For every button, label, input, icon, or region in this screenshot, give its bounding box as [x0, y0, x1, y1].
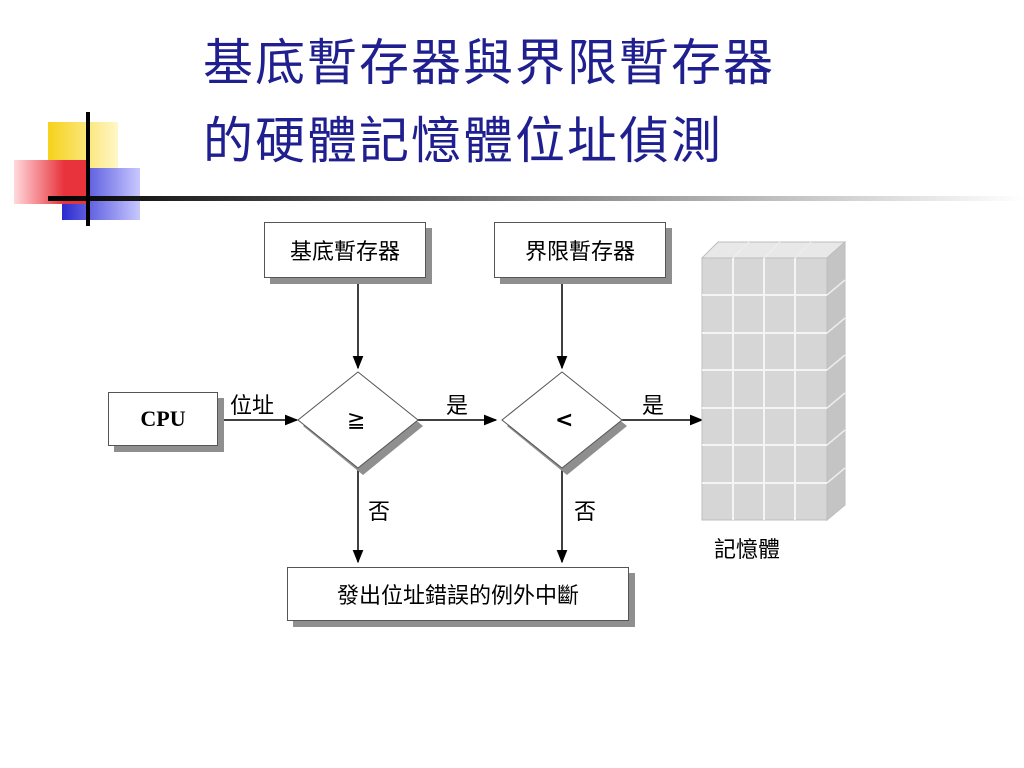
no-label-first: 否 — [368, 500, 391, 525]
vertical-rule — [86, 112, 90, 226]
no-label-second: 否 — [574, 500, 597, 525]
limit-register-box: 界限暫存器 — [494, 222, 666, 278]
compare-lt-symbol: < — [555, 408, 574, 433]
compare-ge-symbol: ≧ — [347, 408, 366, 433]
address-label: 位址 — [230, 394, 275, 419]
slide-title-line-2: 的硬體記憶體位址偵測 — [203, 112, 723, 170]
memory-label: 記憶體 — [714, 538, 781, 563]
horizontal-rule — [48, 196, 1024, 201]
cpu-box: CPU — [108, 392, 218, 446]
compare-ge-diamond — [297, 371, 419, 469]
yes-label-first: 是 — [446, 394, 469, 419]
trap-box: 發出位址錯誤的例外中斷 — [287, 567, 629, 621]
memory-block — [700, 240, 847, 522]
base-register-box: 基底暫存器 — [264, 222, 426, 278]
slide-title-line-1: 基底暫存器與界限暫存器 — [203, 34, 775, 92]
yes-label-second: 是 — [642, 394, 665, 419]
compare-lt-diamond — [501, 371, 623, 469]
decorative-corner-graphic — [14, 112, 1024, 226]
